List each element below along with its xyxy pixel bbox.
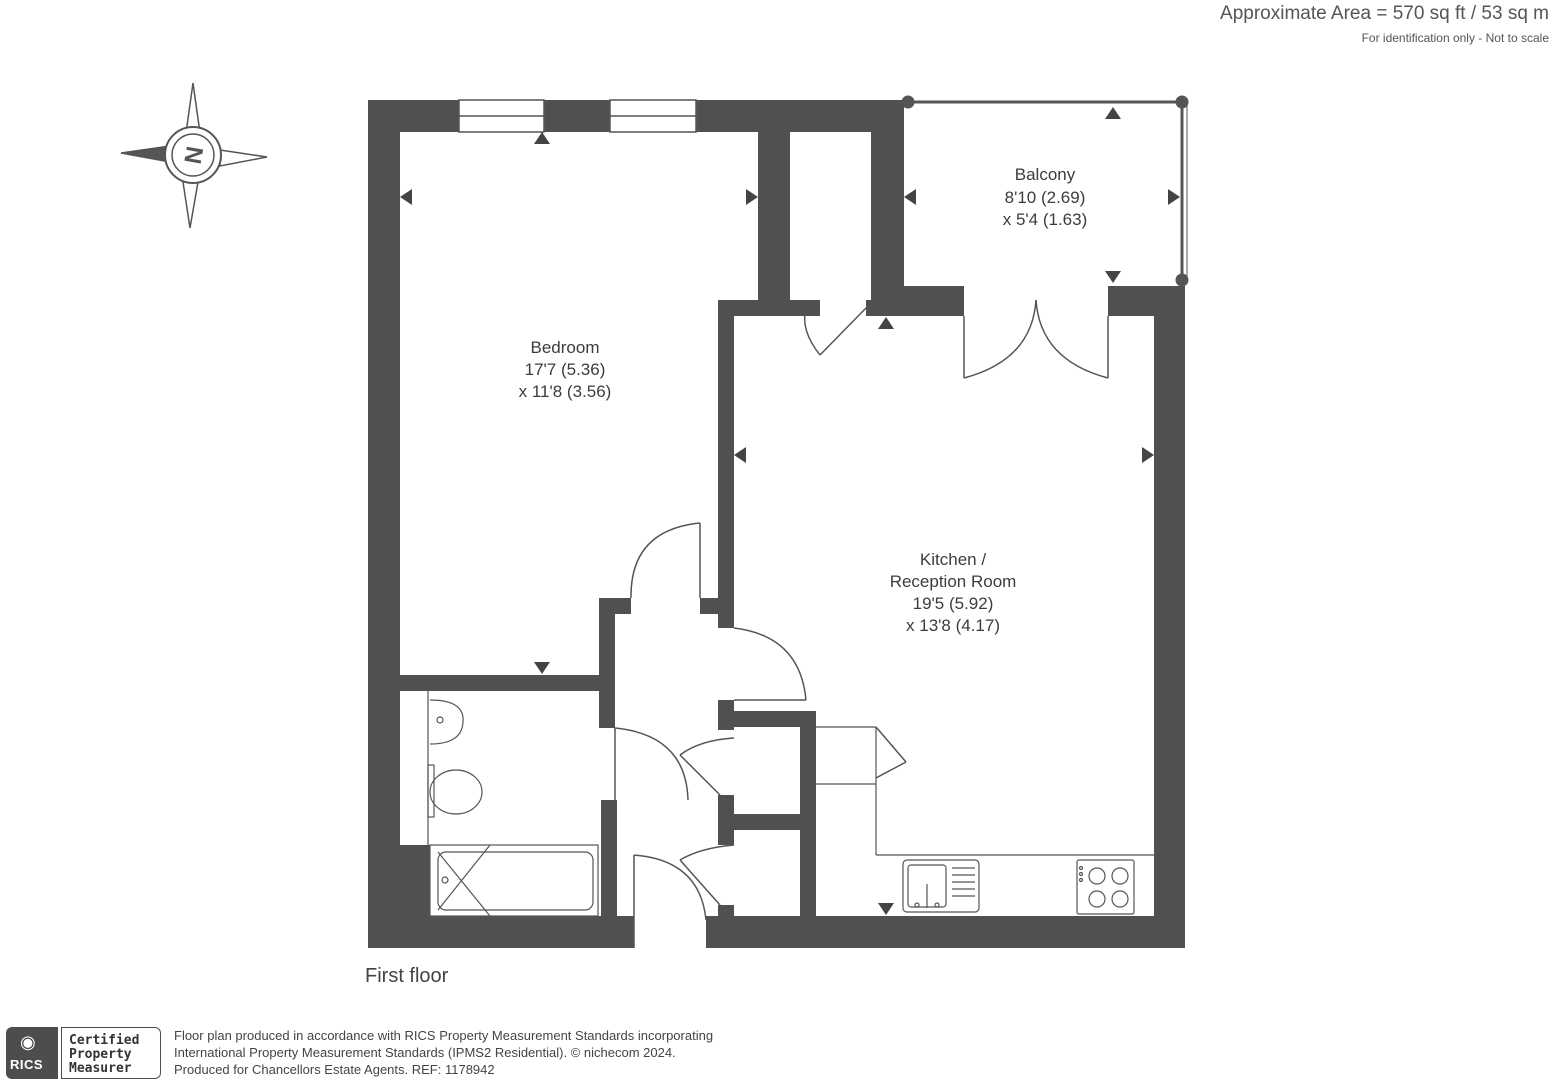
kitchen-counter: [816, 726, 1154, 856]
lion-icon: ◉: [20, 1032, 36, 1052]
svg-text:8'10 (2.69): 8'10 (2.69): [1005, 188, 1086, 207]
balcony-railing: [901, 95, 1189, 287]
footer-line-3: Produced for Chancellors Estate Agents. …: [174, 1062, 495, 1077]
kitchen-sink-icon: [902, 859, 980, 913]
room-kitchen-label: Kitchen / Reception Room 19'5 (5.92) x 1…: [890, 550, 1017, 635]
cert-line-3: Measurer: [69, 1061, 132, 1076]
doors: [614, 299, 1109, 948]
footer-line-1: Floor plan produced in accordance with R…: [174, 1028, 714, 1043]
svg-text:19'5 (5.92): 19'5 (5.92): [913, 594, 994, 613]
bathroom-fixtures: [427, 691, 599, 917]
cert-line-2: Property: [69, 1047, 132, 1062]
svg-text:Bedroom: Bedroom: [531, 338, 600, 357]
hob-icon: [1076, 859, 1135, 915]
windows: [458, 99, 697, 133]
svg-text:Balcony: Balcony: [1015, 165, 1076, 184]
room-balcony-label: Balcony 8'10 (2.69) x 5'4 (1.63): [1003, 165, 1088, 229]
svg-text:x 5'4 (1.63): x 5'4 (1.63): [1003, 210, 1088, 229]
svg-text:Kitchen /: Kitchen /: [920, 550, 986, 569]
svg-text:x 11'8 (3.56): x 11'8 (3.56): [519, 382, 612, 401]
footer-line-2: International Property Measurement Stand…: [174, 1045, 676, 1060]
rics-logo-text: RICS: [10, 1057, 44, 1072]
approximate-area: Approximate Area = 570 sq ft / 53 sq m: [1220, 3, 1549, 24]
svg-text:17'7 (5.36): 17'7 (5.36): [525, 360, 606, 379]
compass-letter: N: [180, 144, 210, 166]
floor-label: First floor: [365, 965, 449, 987]
compass-icon: N: [120, 82, 268, 229]
dimension-arrows: [400, 107, 1180, 915]
certified-measurer-label: Certified Property Measurer: [61, 1027, 161, 1079]
rics-badge: ◉ RICS Certified Property Measurer: [6, 1027, 161, 1079]
identification-note: For identification only - Not to scale: [1361, 31, 1549, 45]
cert-line-1: Certified: [69, 1033, 140, 1048]
rics-logo: ◉ RICS: [6, 1027, 58, 1079]
svg-text:x 13'8 (4.17): x 13'8 (4.17): [906, 616, 1000, 635]
walls: [368, 100, 1185, 948]
svg-text:Reception Room: Reception Room: [890, 572, 1017, 591]
room-bedroom-label: Bedroom 17'7 (5.36) x 11'8 (3.56): [519, 338, 612, 401]
